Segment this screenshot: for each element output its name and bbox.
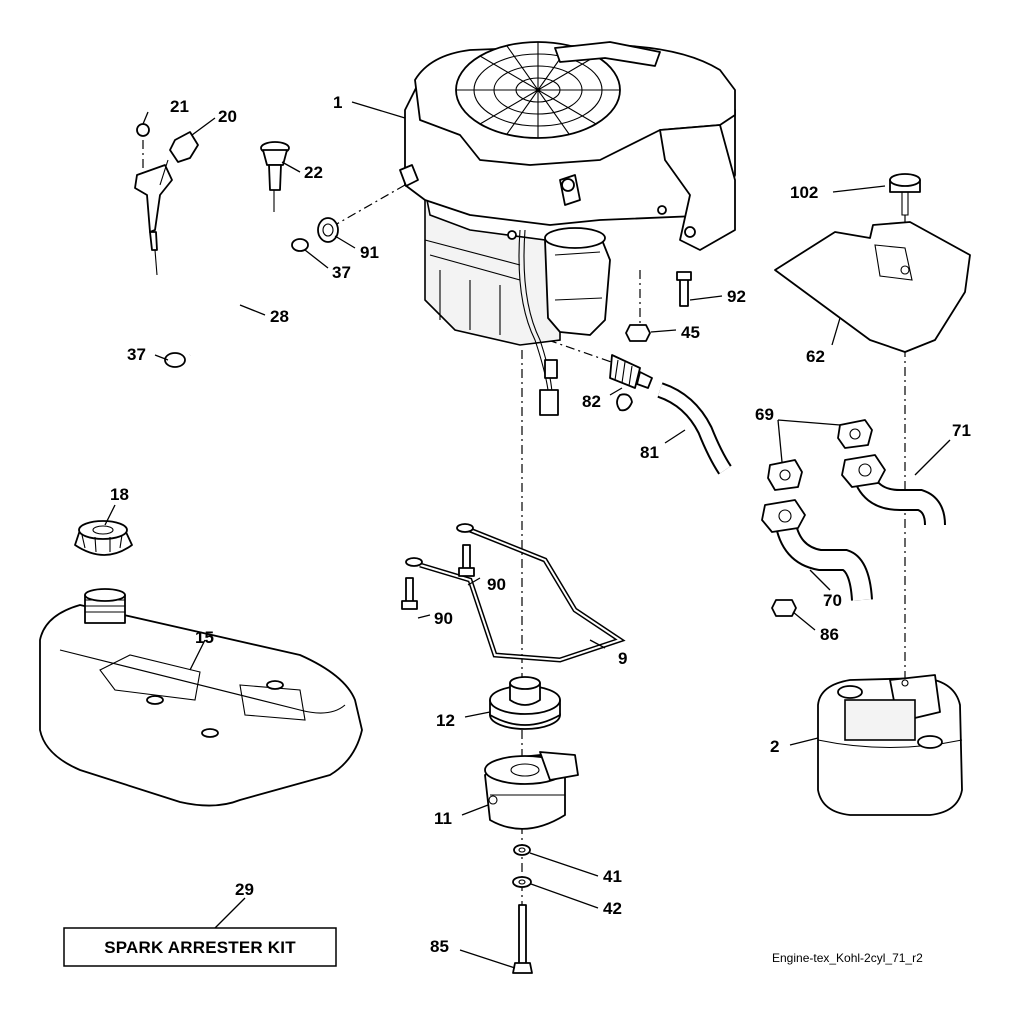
callout-81: 81 — [640, 443, 659, 462]
callout-102: 102 — [790, 183, 818, 202]
fuel-pump — [609, 354, 653, 412]
callout-70: 70 — [823, 591, 842, 610]
spark-arrester-kit-box: SPARK ARRESTER KIT — [63, 927, 337, 967]
callout-85: 85 — [430, 937, 449, 956]
callout-20: 20 — [218, 107, 237, 126]
callout-82: 82 — [582, 392, 601, 411]
exhaust-gaskets — [767, 419, 873, 491]
callout-21: 21 — [170, 97, 189, 116]
callout-15: 15 — [195, 628, 214, 647]
callout-91: 91 — [360, 243, 379, 262]
callout-9: 9 — [618, 649, 627, 668]
fuel-tank — [39, 588, 363, 807]
leader-lines — [104, 101, 951, 969]
fuel-hose — [657, 382, 732, 475]
bolt-and-nut — [625, 271, 692, 342]
fitting — [317, 217, 339, 243]
callout-86: 86 — [820, 625, 839, 644]
callout-90-lower: 90 — [434, 609, 453, 628]
washers — [512, 844, 532, 888]
callout-1: 1 — [333, 93, 342, 112]
callout-37-upper: 37 — [332, 263, 351, 282]
exhaust-pipe-70 — [761, 499, 873, 601]
drain-hose — [164, 238, 309, 368]
callout-71: 71 — [952, 421, 971, 440]
callout-12: 12 — [436, 711, 455, 730]
drawing-id: Engine-tex_Kohl-2cyl_71_r2 — [772, 951, 923, 965]
callout-2: 2 — [770, 737, 779, 756]
callout-92: 92 — [727, 287, 746, 306]
callout-18: 18 — [110, 485, 129, 504]
engine-port-centerline — [334, 184, 406, 226]
callout-62: 62 — [806, 347, 825, 366]
pulley — [489, 676, 561, 730]
muffler — [817, 674, 963, 816]
callout-42: 42 — [603, 899, 622, 918]
nut-86 — [771, 599, 797, 617]
callout-37-lower: 37 — [127, 345, 146, 364]
spark-arrester-kit-label: SPARK ARRESTER KIT — [104, 938, 296, 957]
engine-assembly — [399, 41, 736, 416]
dipstick — [260, 141, 290, 212]
callout-29: 29 — [235, 880, 254, 899]
bolt-85 — [512, 904, 533, 974]
fuel-cap — [74, 520, 133, 556]
callout-28: 28 — [270, 307, 289, 326]
callout-22: 22 — [304, 163, 323, 182]
callout-90-upper: 90 — [487, 575, 506, 594]
exhaust-pipe-71 — [841, 454, 946, 526]
pto-clutch — [484, 751, 579, 830]
callout-41: 41 — [603, 867, 622, 886]
callout-11: 11 — [434, 809, 452, 828]
control-rod — [405, 523, 626, 663]
callout-69: 69 — [755, 405, 774, 424]
screw-102 — [889, 173, 921, 216]
fuel-pump-centerline — [547, 339, 621, 366]
heat-shield — [774, 221, 971, 353]
throttle-bracket — [134, 123, 199, 276]
callout-labels: 1 21 20 22 91 37 28 37 92 45 82 81 102 6… — [110, 93, 971, 956]
bolts-90 — [401, 544, 475, 610]
callout-45: 45 — [681, 323, 700, 342]
